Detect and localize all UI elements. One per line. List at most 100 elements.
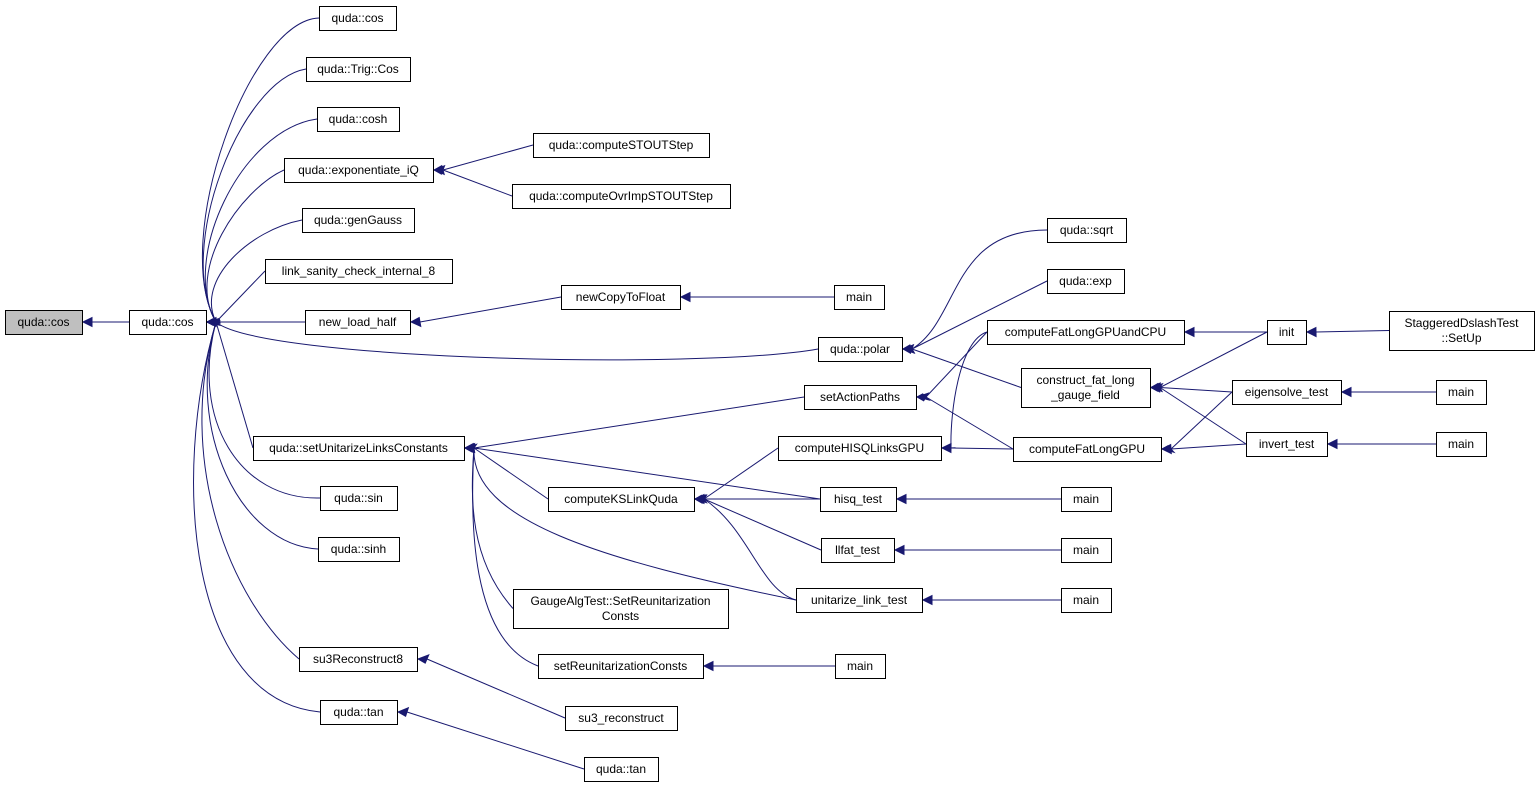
node-label: link_sanity_check_internal_8 — [282, 264, 436, 278]
edge-line — [419, 296, 562, 323]
node-box — [306, 57, 411, 82]
node-box — [320, 486, 398, 511]
edge-line — [215, 270, 266, 323]
node-init[interactable]: init — [1267, 320, 1307, 345]
arrowhead — [940, 442, 952, 454]
node-main7[interactable]: main — [1061, 588, 1112, 613]
edge-layer — [81, 17, 1436, 770]
node-setunit[interactable]: quda::setUnitarizeLinksConstants — [253, 436, 465, 461]
edge-setreu-main2 — [702, 660, 835, 672]
node-box — [265, 259, 453, 284]
node-polar[interactable]: quda::polar — [818, 337, 903, 362]
edge-setunit-setreu — [464, 447, 539, 667]
node-eigen[interactable]: eigensolve_test — [1232, 380, 1342, 405]
edge-loadhalf-newcopy — [409, 296, 562, 328]
node-construct[interactable]: construct_fat_long_gauge_field — [1021, 368, 1151, 408]
node-hisqtest[interactable]: hisq_test — [820, 487, 897, 512]
edge-cos-su3r8 — [201, 320, 300, 660]
node-label: quda::Trig::Cos — [317, 62, 399, 76]
edge-line — [442, 144, 534, 171]
edge-eigen-main3 — [1340, 386, 1436, 398]
node-label: _gauge_field — [1050, 388, 1120, 402]
edge-line — [215, 321, 819, 361]
node-gengauss[interactable]: quda::genGauss — [302, 208, 415, 233]
edge-root-cos — [81, 316, 129, 328]
node-cosh[interactable]: quda::cosh — [317, 107, 400, 132]
node-root[interactable]: quda::cos — [5, 310, 83, 335]
node-label: StaggeredDslashTest — [1404, 316, 1519, 330]
node-box — [1047, 218, 1127, 243]
node-sqrt[interactable]: quda::sqrt — [1047, 218, 1127, 243]
node-label: construct_fat_long — [1036, 373, 1134, 387]
node-main3[interactable]: main — [1436, 380, 1487, 405]
edge-ksl-llfat — [693, 493, 822, 551]
node-label: computeKSLinkQuda — [564, 492, 678, 506]
edge-expiQ-ovrimp — [432, 164, 513, 197]
edge-line — [193, 321, 321, 713]
arrowhead — [1340, 386, 1352, 398]
edge-line — [426, 658, 566, 719]
node-fatlonggpu[interactable]: computeFatLongGPU — [1013, 437, 1162, 462]
node-setreu[interactable]: setReunitarizationConsts — [538, 654, 704, 679]
node-su3r8[interactable]: su3Reconstruct8 — [299, 647, 418, 672]
edge-line — [473, 447, 821, 500]
edge-cos-loadhalf — [205, 316, 305, 328]
arrowhead — [416, 653, 430, 664]
node-setaction[interactable]: setActionPaths — [804, 385, 917, 410]
node-stag[interactable]: StaggeredDslashTest::SetUp — [1389, 311, 1535, 351]
node-main5[interactable]: main — [1061, 487, 1112, 512]
node-label: quda::cos — [17, 315, 69, 329]
node-main4[interactable]: main — [1436, 432, 1487, 457]
node-sanity[interactable]: link_sanity_check_internal_8 — [265, 259, 453, 284]
node-label: GaugeAlgTest::SetReunitarization — [530, 594, 710, 608]
node-label: unitarize_link_test — [811, 593, 908, 607]
node-tan[interactable]: quda::tan — [320, 700, 398, 725]
node-cos2[interactable]: quda::cos — [319, 6, 397, 31]
arrowhead — [81, 316, 93, 328]
node-box — [299, 647, 418, 672]
node-main1[interactable]: main — [834, 285, 885, 310]
node-exp[interactable]: quda::exp — [1047, 269, 1125, 294]
node-su3r[interactable]: su3_reconstruct — [565, 706, 678, 731]
node-stout[interactable]: quda::computeSTOUTStep — [533, 133, 710, 158]
edge-cos-polar — [205, 317, 819, 361]
node-expiQ[interactable]: quda::exponentiate_iQ — [284, 158, 434, 183]
node-ovrimp[interactable]: quda::computeOvrImpSTOUTStep — [512, 184, 731, 209]
node-label: su3_reconstruct — [578, 711, 664, 725]
node-llfat[interactable]: llfat_test — [821, 538, 895, 563]
edge-line — [473, 447, 797, 601]
node-box — [778, 436, 942, 461]
node-fatlongcpu[interactable]: computeFatLongGPUandCPU — [987, 320, 1185, 345]
edge-llfat-main6 — [893, 544, 1061, 556]
edge-line — [1159, 331, 1268, 388]
node-invert[interactable]: invert_test — [1246, 432, 1328, 457]
edge-line — [1315, 330, 1390, 333]
node-hisq[interactable]: computeHISQLinksGPU — [778, 436, 942, 461]
arrowhead — [915, 392, 930, 402]
node-sin[interactable]: quda::sin — [320, 486, 398, 511]
edge-line — [911, 280, 1048, 350]
node-trigcos[interactable]: quda::Trig::Cos — [306, 57, 411, 82]
edge-setunit-gaugealg — [464, 447, 514, 609]
node-ksl[interactable]: computeKSLinkQuda — [548, 487, 695, 512]
edge-line — [1170, 443, 1247, 450]
node-tan2[interactable]: quda::tan — [584, 757, 659, 782]
edge-line — [950, 331, 988, 449]
arrowhead — [679, 291, 691, 303]
edge-line — [202, 68, 307, 323]
node-main2[interactable]: main — [835, 654, 886, 679]
node-label: newCopyToFloat — [576, 290, 666, 304]
node-loadhalf[interactable]: new_load_half — [305, 310, 411, 335]
node-newcopy[interactable]: newCopyToFloat — [561, 285, 681, 310]
node-label: quda::computeSTOUTStep — [549, 138, 694, 152]
arrowhead — [1183, 326, 1195, 338]
node-label: init — [1279, 325, 1295, 339]
node-main6[interactable]: main — [1061, 538, 1112, 563]
node-sinh[interactable]: quda::sinh — [318, 537, 400, 562]
node-cos[interactable]: quda::cos — [129, 310, 207, 335]
node-box — [1267, 320, 1307, 345]
node-unitest[interactable]: unitarize_link_test — [796, 588, 923, 613]
edge-line — [406, 711, 585, 770]
edge-hisqtest-main5 — [895, 493, 1061, 505]
